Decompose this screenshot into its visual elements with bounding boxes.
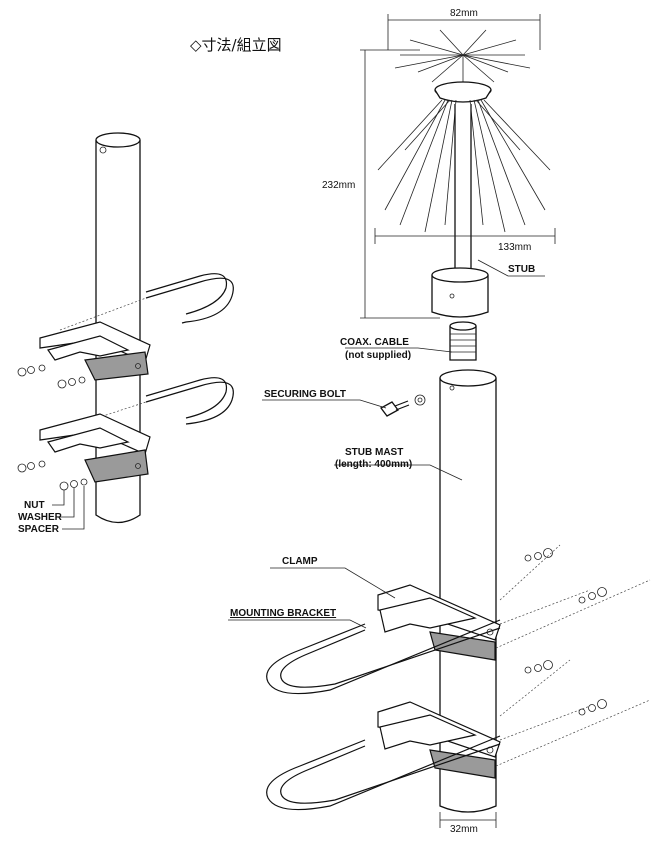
washer-label: WASHER <box>18 512 63 523</box>
spacer-label: SPACER <box>18 524 60 535</box>
dimension-lines <box>360 14 556 828</box>
left-mast-assembly <box>17 132 234 524</box>
stub-mast-label: STUB MAST <box>345 447 403 458</box>
mast-diameter-dimension: 32mm <box>450 824 478 835</box>
stub-mast-length-label: (length: 400mm) <box>335 459 412 470</box>
nut-label: NUT <box>24 500 45 511</box>
coax-cable-label: COAX. CABLE <box>340 337 409 348</box>
coax-connector <box>449 321 477 361</box>
securing-bolt <box>380 394 426 417</box>
diagram-title: ◇寸法/組立図 <box>190 36 282 54</box>
securing-bolt-label: SECURING BOLT <box>264 389 346 400</box>
hardware-legend: NUT WASHER SPACER <box>18 486 85 535</box>
radial-width-dimension: 133mm <box>498 242 531 253</box>
mounting-bracket-label: MOUNTING BRACKET <box>230 608 336 619</box>
height-dimension: 232mm <box>322 180 355 191</box>
coax-note-label: (not supplied) <box>345 350 411 361</box>
lower-clamp-assembly <box>266 659 651 811</box>
top-width-dimension: 82mm <box>450 8 478 19</box>
stub-mast <box>439 369 497 813</box>
antenna-head <box>377 29 551 318</box>
clamp-label: CLAMP <box>282 556 318 567</box>
upper-clamp-assembly <box>266 544 651 695</box>
stub-label: STUB <box>508 264 535 275</box>
